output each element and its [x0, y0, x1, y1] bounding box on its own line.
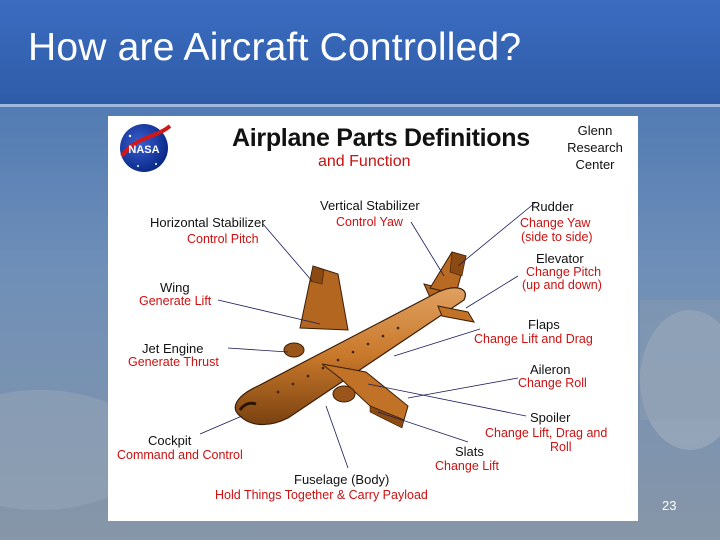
figure-subtitle: and Function — [318, 153, 411, 170]
nasa-logo: NASA — [120, 124, 172, 172]
aileron-label: Aileron — [530, 362, 571, 377]
wing-function: Generate Lift — [139, 294, 212, 308]
horizontal-stabilizer-label: Horizontal Stabilizer — [150, 215, 266, 230]
elevator-function: Change Pitch — [526, 265, 602, 279]
spoiler-function: Change Lift, Drag and — [485, 426, 608, 440]
jet-engine-function: Generate Thrust — [128, 355, 219, 369]
far-wing — [299, 265, 349, 331]
jet-engine-right — [332, 385, 356, 403]
elevator-label: Elevator — [536, 251, 584, 266]
spoiler-function-detail: Roll — [550, 440, 572, 454]
rudder-surface — [449, 251, 467, 277]
aircraft-illustration — [234, 251, 476, 429]
nasa-logo-text: NASA — [128, 144, 159, 156]
cockpit-function: Command and Control — [117, 448, 243, 462]
diagram-panel: NASA — [108, 116, 638, 521]
aircraft-diagram: NASA — [120, 124, 537, 469]
rudder-label: Rudder — [531, 199, 574, 214]
figure-title: Airplane Parts Definitions — [232, 124, 530, 152]
jet-engine-label: Jet Engine — [142, 341, 204, 356]
elevator-function-detail: (up and down) — [522, 278, 602, 292]
horizontal-stabilizer-function: Control Pitch — [187, 232, 259, 246]
wing-label: Wing — [160, 280, 190, 295]
flaps-label: Flaps — [528, 317, 560, 332]
slide-title: How are Aircraft Controlled? — [28, 26, 522, 69]
slats-label: Slats — [455, 444, 484, 459]
aileron-surface — [369, 405, 405, 429]
horizontal-stabilizer — [437, 305, 476, 323]
fuselage-function: Hold Things Together & Carry Payload — [215, 488, 428, 502]
rudder-function-detail: (side to side) — [521, 230, 593, 244]
page-number: 23 — [662, 498, 677, 513]
vertical-stabilizer-function: Control Yaw — [336, 215, 403, 229]
glenn-research-center: Glenn Research Center — [567, 123, 623, 172]
fuselage — [234, 287, 466, 426]
slats-function: Change Lift — [435, 459, 499, 473]
cockpit-label: Cockpit — [148, 433, 192, 448]
fuselage-label: Fuselage (Body) — [294, 472, 390, 487]
rudder-function: Change Yaw — [520, 216, 591, 230]
jet-engine-left — [283, 342, 305, 358]
aileron-function: Change Roll — [518, 376, 587, 390]
flaps-function: Change Lift and Drag — [474, 332, 593, 346]
leader-lines — [199, 201, 537, 469]
vertical-stabilizer-label: Vertical Stabilizer — [320, 198, 420, 213]
spoiler-label: Spoiler — [530, 410, 571, 425]
